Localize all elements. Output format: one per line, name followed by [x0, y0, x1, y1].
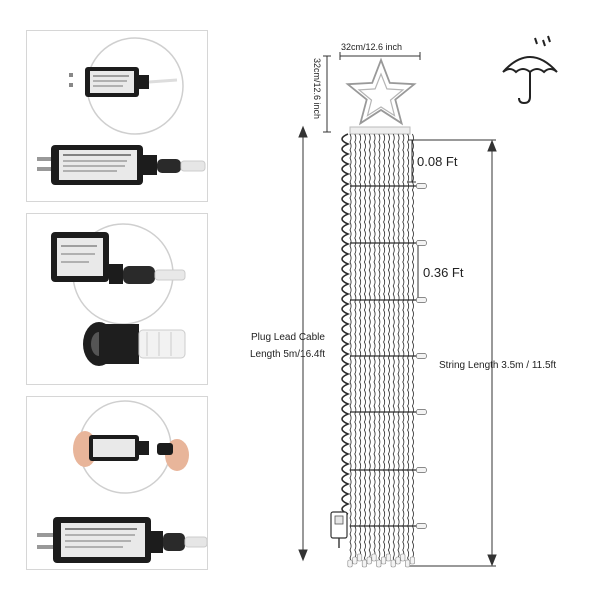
star-topper-icon [345, 57, 417, 135]
umbrella-rain-icon [502, 35, 558, 105]
strand-wire [354, 133, 357, 559]
strand-wire [402, 133, 405, 559]
led-bulb [371, 553, 377, 562]
spacing-long-bracket [414, 242, 422, 301]
led-bulb [366, 556, 372, 565]
plug-cable-dimension [298, 125, 308, 562]
led-bulb [409, 556, 415, 565]
led-bulb [416, 240, 427, 246]
led-bulb [357, 553, 363, 562]
star-height-dimension [323, 55, 331, 133]
lead-cable-wire [339, 133, 351, 515]
string-length-label: String Length 3.5m / 11.5ft [439, 360, 556, 371]
star-width-label: 32cm/12.6 inch [341, 42, 402, 52]
strand-wire [378, 133, 381, 567]
led-bulb [416, 409, 427, 415]
strand-wire [373, 133, 376, 559]
strand-wire [368, 133, 371, 559]
strand-wire [349, 133, 352, 567]
strand-wire [363, 133, 366, 567]
waterproof-connector-icon [51, 223, 186, 366]
spacing-short-bracket [408, 139, 416, 183]
strand-wire [383, 133, 386, 559]
led-bulb [400, 553, 406, 562]
strand-wire [411, 133, 414, 559]
strand-wire [397, 133, 400, 559]
led-bulb [347, 559, 353, 568]
strand-wire [407, 133, 410, 567]
adapter-panel-top [26, 30, 208, 202]
power-adapter-icon [37, 37, 206, 185]
led-bulb [405, 559, 411, 568]
plug-cable-label-line1: Plug Lead Cable [251, 332, 325, 343]
led-bulb [376, 559, 382, 568]
spacing-short-label: 0.08 Ft [417, 154, 458, 169]
spacing-long-label: 0.36 Ft [423, 265, 464, 280]
led-bulb [416, 353, 427, 359]
plug-cable-label-line2: Length 5m/16.4ft [250, 349, 325, 360]
power-adapter-icon [37, 400, 207, 563]
led-bulb [416, 467, 427, 473]
led-bulbs [347, 183, 427, 568]
strand-wire [359, 133, 362, 559]
led-bulb [385, 553, 391, 562]
string-length-dimension [408, 139, 497, 567]
led-bulb [395, 556, 401, 565]
strand-wire [387, 133, 390, 559]
controller-plug [330, 511, 348, 548]
led-bulb [390, 559, 396, 568]
strand-wire [392, 133, 395, 567]
star-height-label: 32cm/12.6 inch [312, 58, 322, 119]
star-width-dimension [339, 52, 421, 60]
led-bulb [381, 556, 387, 565]
led-bulb [416, 297, 427, 303]
led-bulb [361, 559, 367, 568]
led-bulb [416, 183, 427, 189]
led-bulb [352, 556, 358, 565]
curtain-strands [349, 133, 414, 567]
connector-panel-middle [26, 213, 208, 385]
led-bulb [416, 523, 427, 529]
adapter-panel-bottom [26, 396, 208, 570]
